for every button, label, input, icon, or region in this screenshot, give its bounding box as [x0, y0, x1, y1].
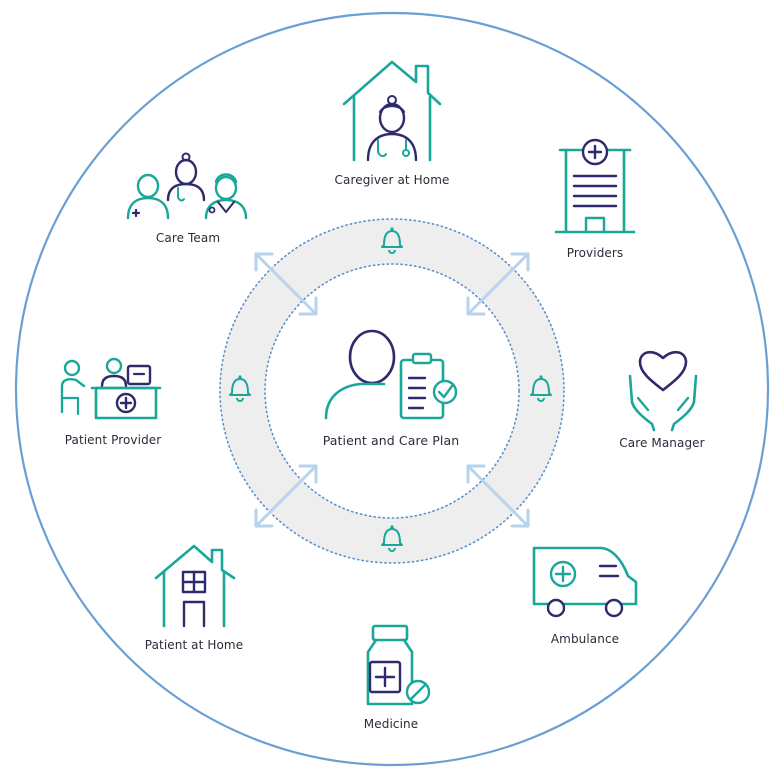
- node-label-medicine[interactable]: Medicine: [363, 717, 419, 731]
- arrow-top-left: [254, 252, 318, 316]
- house-icon: [154, 544, 236, 628]
- band-inner-dotted-edge: [264, 263, 520, 519]
- bell-icon-right: [530, 375, 552, 402]
- node-label-providers[interactable]: Providers: [566, 246, 624, 260]
- bell-icon-bottom: [381, 525, 403, 552]
- node-label-care-team[interactable]: Care Team: [155, 231, 221, 245]
- connector-arrows: [254, 252, 530, 528]
- heart-hands-icon: [628, 350, 698, 432]
- caregiver-home-icon: [342, 60, 442, 162]
- patient-care-plan-icon: [324, 329, 458, 420]
- reception-desk-icon: [60, 357, 162, 420]
- arrow-top-right: [466, 252, 530, 316]
- care-team-icon: [126, 152, 248, 220]
- center-label: Patient and Care Plan: [322, 433, 460, 448]
- ambulance-icon: [532, 546, 638, 618]
- node-label-caregiver-at-home[interactable]: Caregiver at Home: [334, 173, 450, 187]
- bell-icon-top: [381, 227, 403, 254]
- outer-ring: [14, 11, 770, 767]
- node-label-care-manager[interactable]: Care Manager: [619, 436, 705, 450]
- hospital-building-icon: [554, 138, 636, 234]
- node-label-ambulance[interactable]: Ambulance: [550, 632, 620, 646]
- arrow-bottom-right: [466, 464, 530, 528]
- node-label-patient-provider[interactable]: Patient Provider: [64, 433, 162, 447]
- band-outer-dotted-edge: [219, 218, 565, 564]
- node-label-patient-at-home[interactable]: Patient at Home: [144, 638, 244, 652]
- bell-icon-left: [229, 375, 251, 402]
- medicine-bottle-icon: [366, 624, 431, 706]
- arrow-bottom-left: [254, 464, 318, 528]
